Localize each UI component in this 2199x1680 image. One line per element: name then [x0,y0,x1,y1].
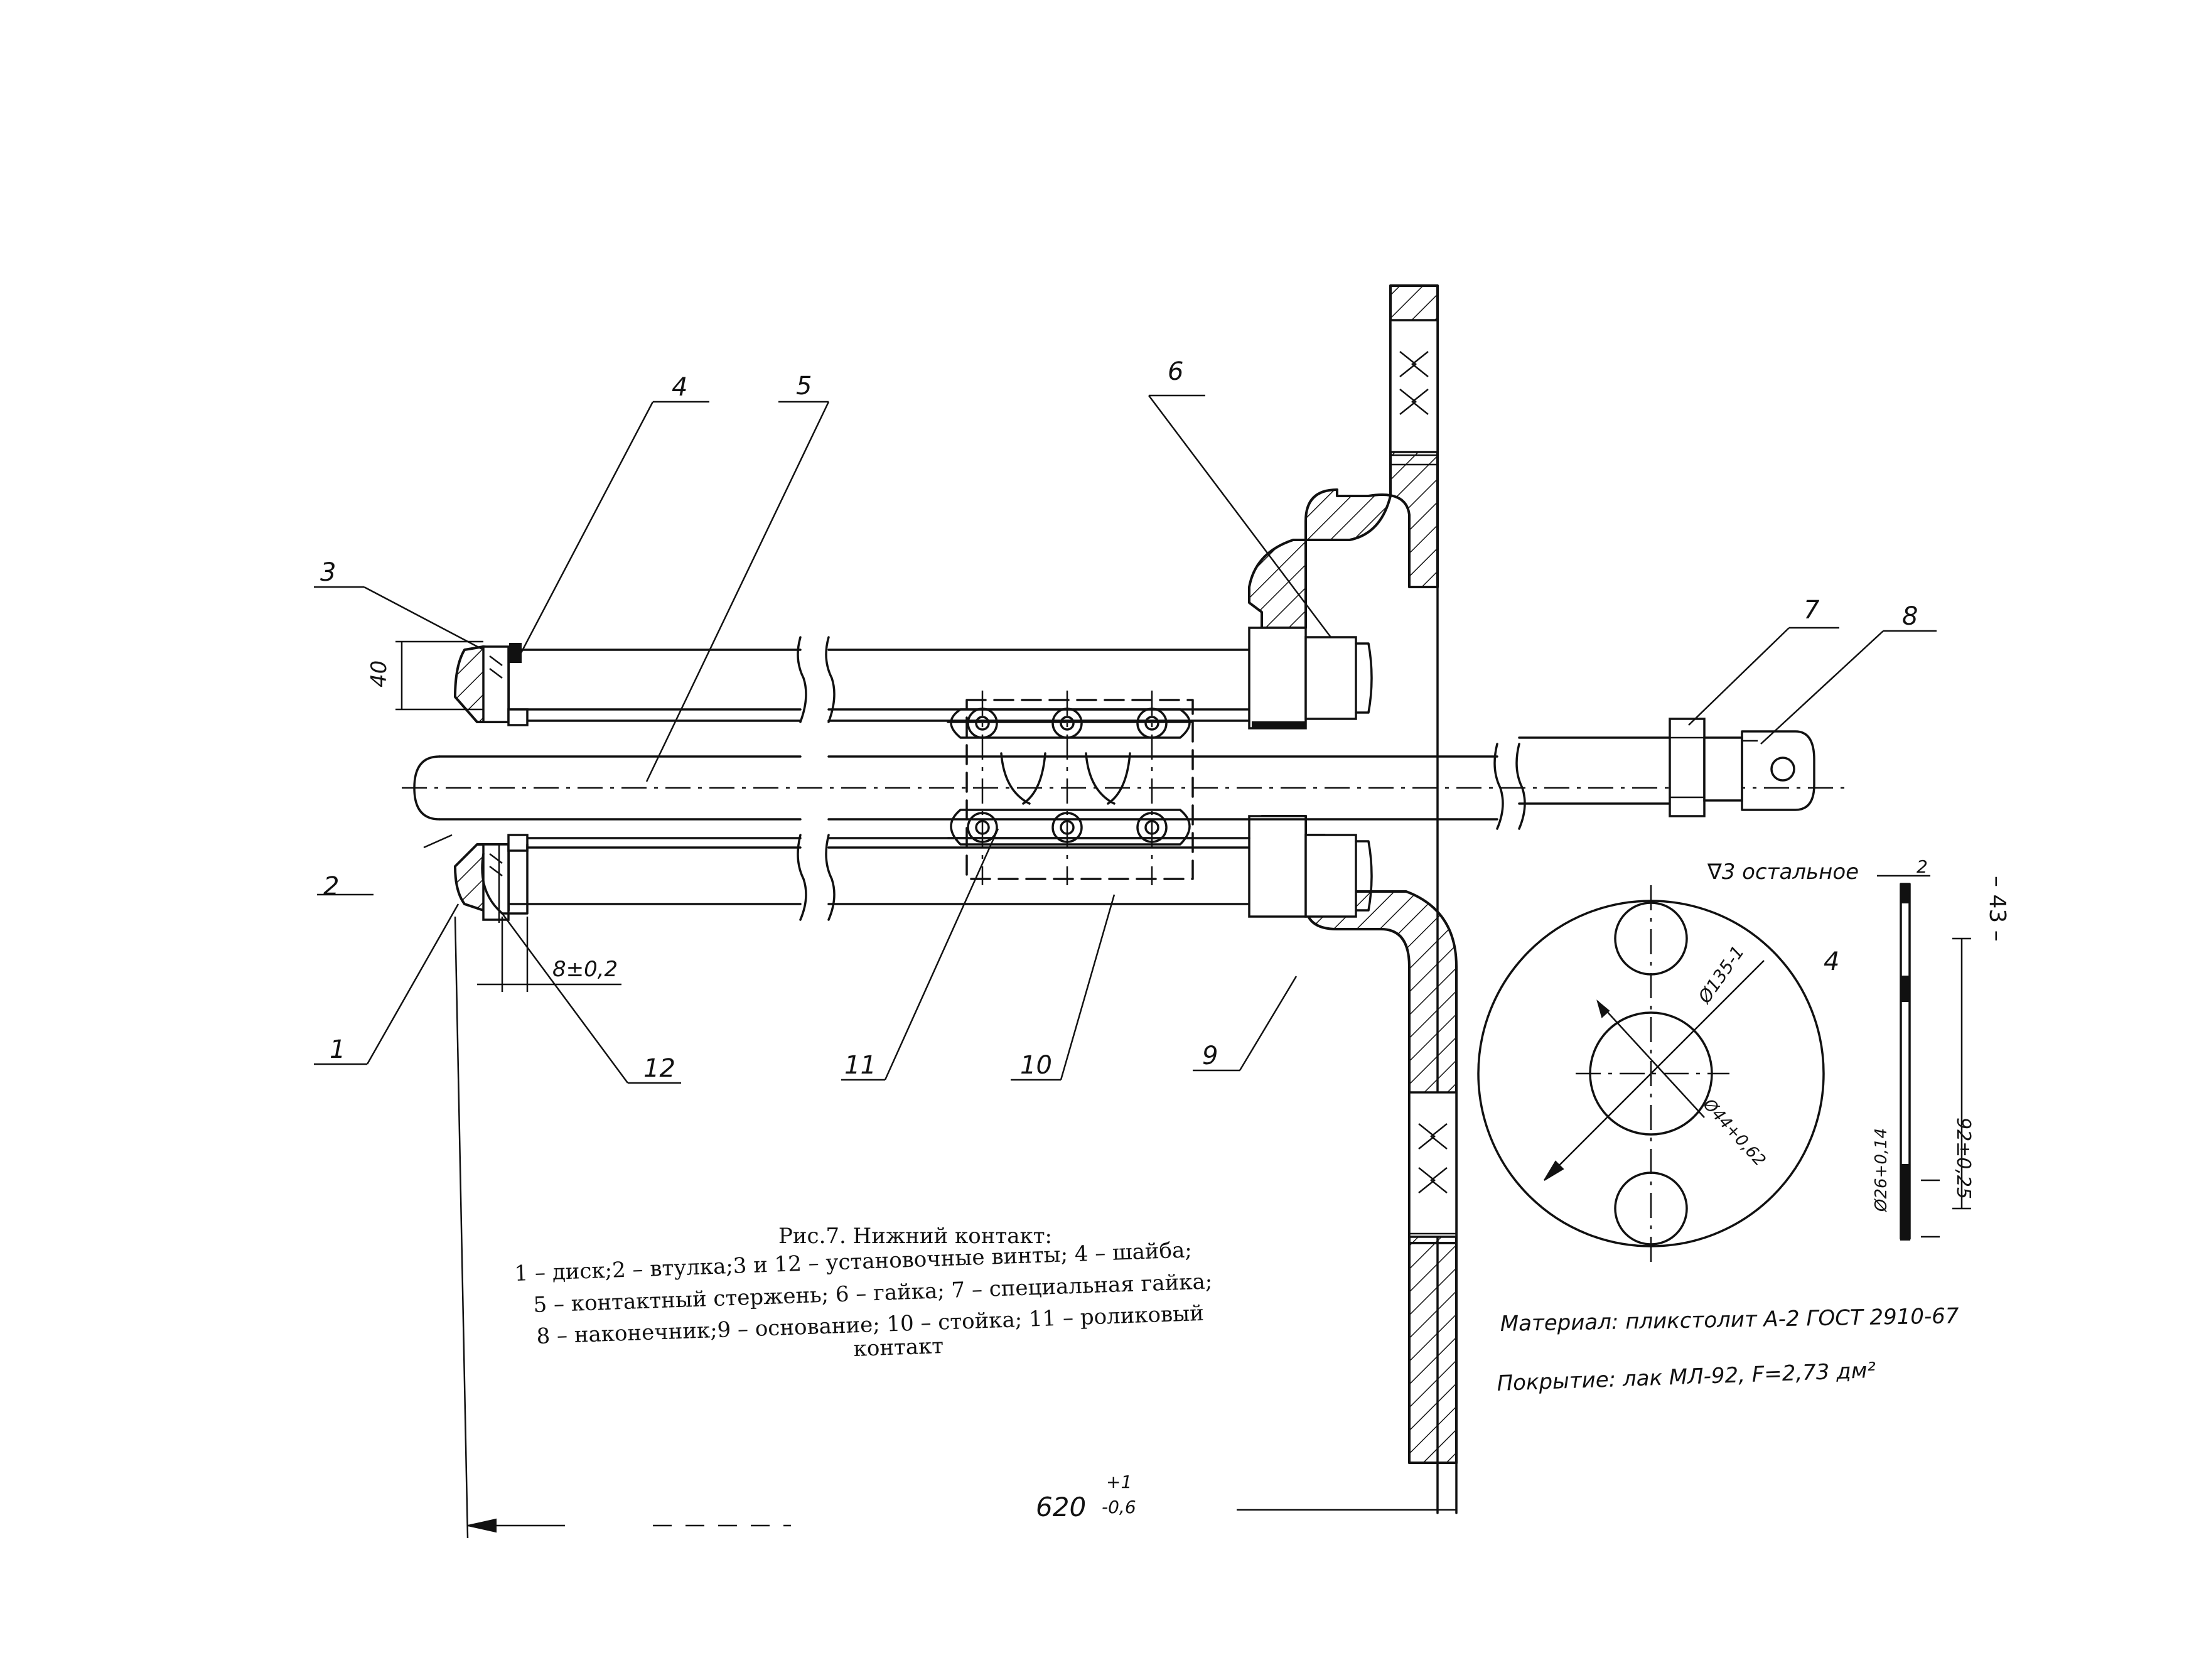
disc-assembly [454,643,529,923]
page-number: – 43 – [1984,876,2010,942]
callout-9: 9 [1202,1042,1218,1070]
coating-note: Покрытие: лак МЛ-92, F=2,73 дм² [1497,1358,1876,1396]
lower-rod [507,815,1373,921]
material-note: Материал: пликстолит А-2 ГОСТ 2910-67 [1500,1303,1959,1337]
washer-center-dim: Ø44+0,62 [1699,1095,1769,1170]
flange-bolts-lower [1408,1091,1458,1244]
callout-4: 4 [672,373,687,402]
figure-caption: Рис.7. Нижний контакт: 1 – диск;2 – втул… [514,1224,1213,1362]
washer-thickness-dim: 2 [1917,856,1928,877]
callout-2: 2 [323,872,339,901]
callout-5: 5 [796,372,812,401]
surface-finish-note: ∇3 остальное [1707,859,1859,885]
roller-contact [947,691,1194,885]
callout-12: 12 [643,1054,675,1083]
dimension-gap-label: 8±0,2 [552,957,618,982]
callout-8: 8 [1902,602,1918,631]
flange-bolts-upper [1389,319,1439,466]
overall-tolerance-upper: +1 [1106,1472,1132,1492]
washer-outer-dim: Ø135-1 [1694,942,1748,1007]
callout-10: 10 [1020,1051,1052,1080]
washer-part-label: 4 [1824,947,1839,976]
upper-rod [507,627,1373,730]
callout-3: 3 [320,558,336,587]
callout-6: 6 [1168,357,1183,386]
contact-rod [402,736,1852,830]
callout-11: 11 [844,1051,876,1080]
callout-7: 7 [1804,596,1820,625]
assembly-view [314,284,1937,1539]
set-screw-3 [509,643,522,663]
dimension-40 [395,640,483,711]
washer-profile [1877,875,1971,1241]
washer-spacing-dim: 92±0,25 [1952,1117,1974,1199]
washer-side-hole-dim: Ø26+0,14 [1872,1128,1891,1212]
callout-labels: 4 5 6 3 7 8 2 1 12 11 10 9 4 [320,357,1918,1083]
base-bottom-flange [1408,1242,1458,1464]
upper-rollers [950,708,1191,739]
dimension-overall [454,916,1456,1539]
washer-view [1477,875,1971,1262]
leader-lines [314,394,1937,1084]
dimension-gap [477,917,621,992]
overall-length-label: 620 [1036,1492,1086,1522]
overall-tolerance-lower: -0,6 [1102,1497,1136,1517]
caption-title: Рис.7. Нижний контакт: [778,1224,1052,1249]
callout-1: 1 [330,1035,345,1064]
dimension-40-label: 40 [367,660,392,687]
caption-line-4: контакт [853,1333,944,1362]
special-nut [1669,718,1743,817]
tip [1741,730,1815,811]
